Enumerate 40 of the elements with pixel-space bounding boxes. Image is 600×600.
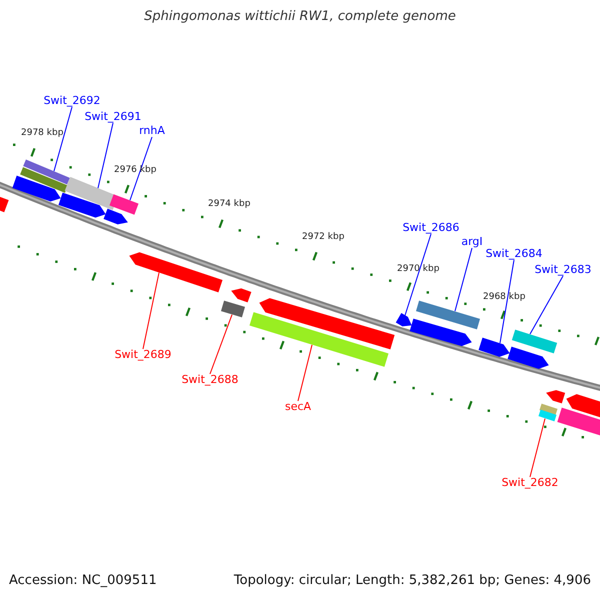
scale-label: 2968 kbp (483, 293, 526, 303)
scale-label: 2972 kbp (302, 233, 344, 243)
scale-label: 2978 kbp (21, 129, 64, 139)
scale-label: 2970 kbp (397, 265, 440, 275)
gene-label: Swit_2692 (44, 94, 100, 107)
gene-label: Swit_2682 (502, 477, 558, 490)
gene-feature (512, 330, 558, 354)
gene-feature (220, 300, 246, 318)
gene-feature (478, 338, 510, 357)
gene-label: Swit_2684 (486, 248, 542, 260)
gene-label: Swit_2683 (534, 264, 592, 276)
gene-feature (416, 300, 480, 330)
scale-label: 2976 kbp (114, 166, 156, 176)
gene-label: Swit_2686 (402, 222, 460, 234)
footer-text: Topology: circular; Length: 5,382,261 bp; Genes: 4,906 (234, 574, 591, 588)
gene-label: argI (461, 236, 483, 248)
scale-label: 2974 kbp (208, 200, 250, 210)
gene-label: Swit_2688 (182, 374, 238, 386)
leader-line (130, 136, 152, 201)
leader-line (298, 344, 312, 402)
footer-text: Accession: NC_009511 (9, 574, 157, 588)
gene-feature (249, 312, 389, 367)
leader-line (530, 276, 564, 335)
leader-line (404, 234, 432, 316)
gene-label: rnhA (139, 124, 165, 137)
leader-line (500, 260, 514, 344)
leader-line (142, 272, 160, 350)
gene-feature (129, 252, 223, 292)
leader-line (98, 122, 114, 189)
gene-label: Swit_2691 (84, 110, 142, 123)
gene-label: Swit_2689 (114, 349, 172, 362)
leader-line (210, 314, 232, 374)
leader-line (454, 248, 472, 312)
leader-line (54, 106, 72, 172)
gene-feature (23, 160, 70, 184)
diagram-title: Sphingomonas wittichii RW1, complete genome (144, 10, 456, 24)
gene-label: secA (284, 401, 312, 414)
gene-feature (109, 194, 139, 215)
gene-feature (538, 410, 557, 422)
gene-feature (396, 313, 412, 326)
